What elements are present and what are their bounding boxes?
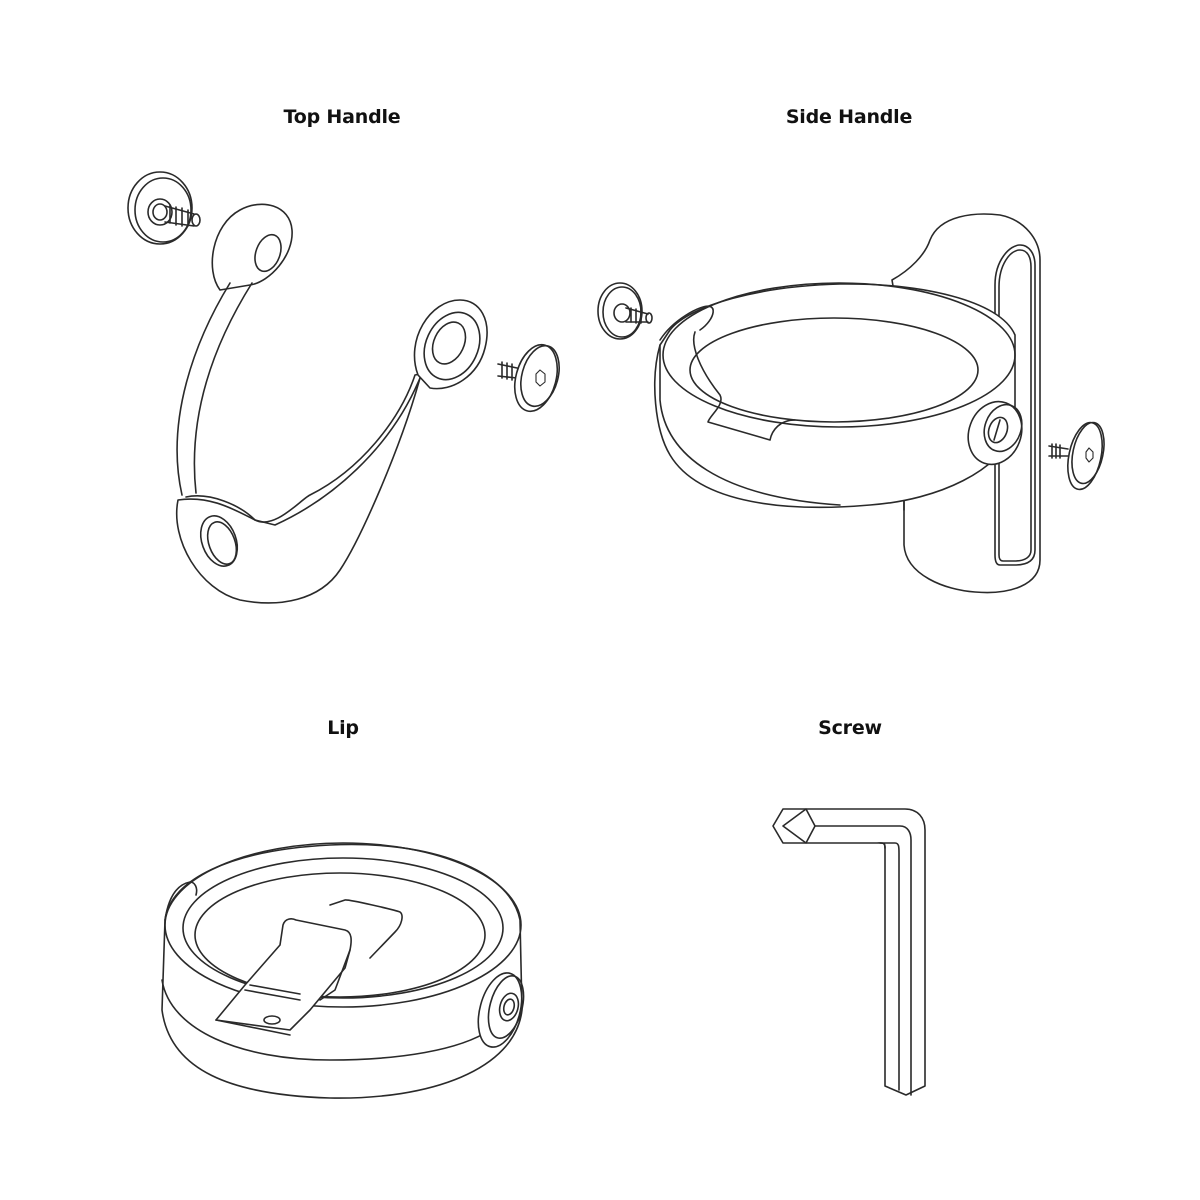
- screw-label: Screw: [818, 717, 882, 739]
- side-handle-figure: [597, 213, 1105, 594]
- lip-label: Lip: [327, 717, 359, 739]
- side-handle-label: Side Handle: [785, 106, 913, 128]
- lip-tab-icon: [215, 899, 403, 1036]
- side-handle-ring-icon: [654, 282, 1023, 509]
- lip-figure: [161, 842, 525, 1099]
- lip-bolt-icon: [477, 972, 525, 1048]
- top-handle-screw-right-icon: [497, 343, 560, 413]
- top-handle-body-icon: [175, 203, 488, 604]
- side-handle-screw-left-icon: [597, 282, 653, 340]
- hex-key-icon: [772, 808, 926, 1096]
- top-handle-figure: [127, 171, 560, 604]
- top-handle-screw-left-icon: [127, 171, 201, 245]
- top-handle-label: Top Handle: [283, 106, 401, 128]
- side-handle-screw-right-icon: [1048, 421, 1105, 491]
